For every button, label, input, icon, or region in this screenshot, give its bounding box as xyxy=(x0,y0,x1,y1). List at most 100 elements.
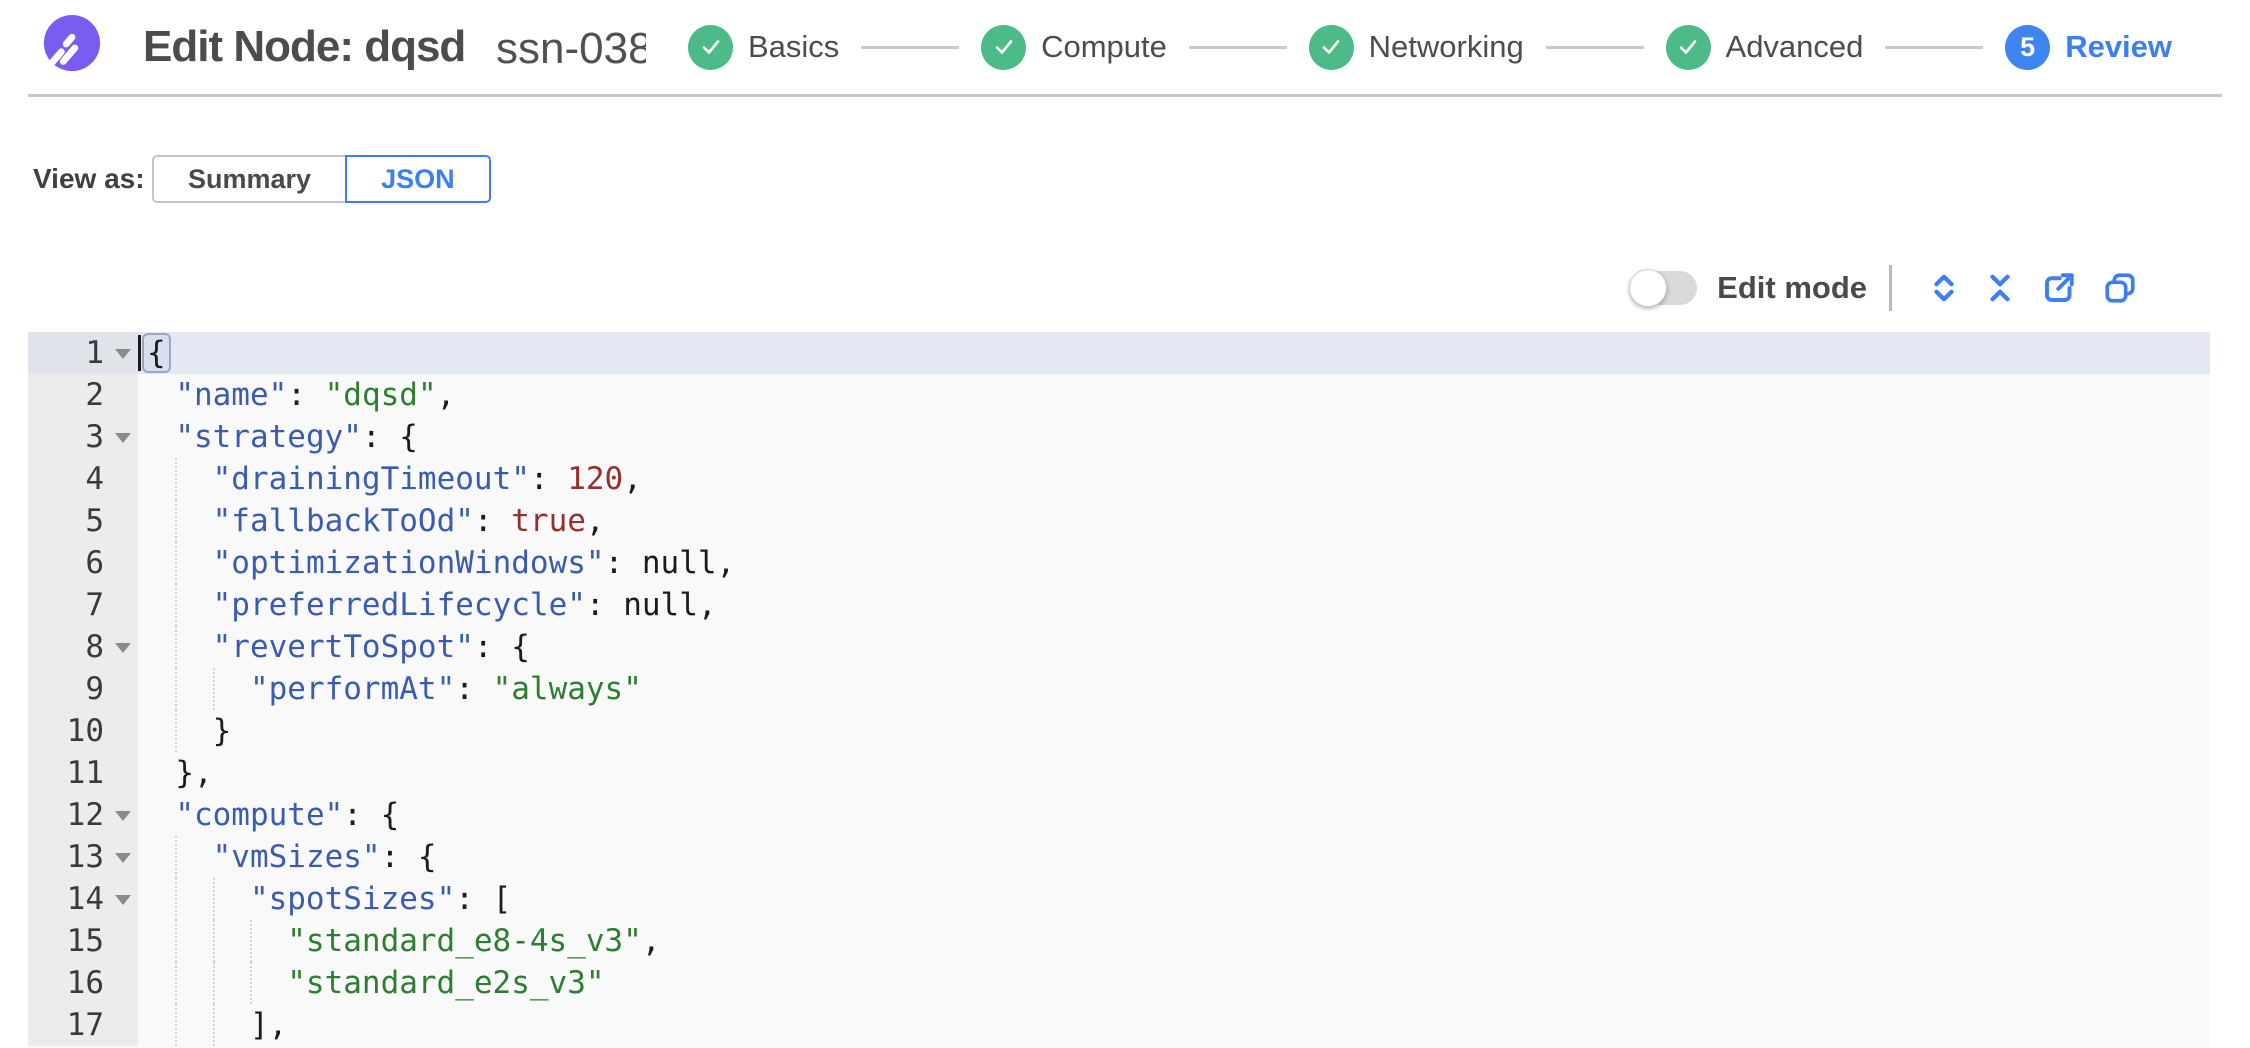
step-label: Basics xyxy=(748,29,840,64)
code-line[interactable]: 9"performAt": "always" xyxy=(28,668,2210,710)
code-content: "optimizationWindows": null, xyxy=(138,542,2210,584)
collapse-all-button[interactable] xyxy=(1985,271,2015,305)
step-label: Networking xyxy=(1368,29,1524,64)
gutter-line-number: 14 xyxy=(28,878,138,920)
indent-space xyxy=(138,962,175,1004)
code-line[interactable]: 1{ xyxy=(28,332,2210,374)
gutter-line-number: 17 xyxy=(28,1004,138,1046)
spot-logo-icon xyxy=(43,14,101,72)
check-icon xyxy=(702,40,719,54)
code-content: "spotSizes": [ xyxy=(138,878,2210,920)
export-button[interactable] xyxy=(2041,270,2077,306)
indent-guide xyxy=(175,1004,212,1046)
check-icon xyxy=(1679,40,1697,54)
code-token: "strategy" xyxy=(175,419,362,455)
code-content: } xyxy=(138,710,2210,752)
indent-guide xyxy=(175,878,212,920)
node-id-subtitle: ssn-038 xyxy=(496,24,646,73)
code-line[interactable]: 13"vmSizes": { xyxy=(28,836,2210,878)
code-token: : xyxy=(473,503,512,539)
indent-guide xyxy=(175,542,212,584)
indent-space xyxy=(138,794,175,836)
copy-button[interactable] xyxy=(2103,271,2137,305)
fold-arrow-icon[interactable] xyxy=(115,349,131,359)
indent-guide xyxy=(175,962,212,1004)
step-item-networking[interactable]: Networking xyxy=(1308,24,1524,70)
code-token: : xyxy=(455,671,493,707)
code-token: : xyxy=(529,461,568,497)
step-circle xyxy=(1665,24,1711,70)
gutter-line-number: 6 xyxy=(28,542,138,584)
code-content: ], xyxy=(138,1004,2210,1046)
code-token: "name" xyxy=(175,377,288,413)
code-line[interactable]: 15"standard_e8-4s_v3", xyxy=(28,920,2210,962)
code-line[interactable]: 3"strategy": { xyxy=(28,416,2210,458)
check-icon xyxy=(1322,40,1340,54)
code-token: : null, xyxy=(604,545,736,581)
code-line[interactable]: 11}, xyxy=(28,752,2210,794)
fold-arrow-icon[interactable] xyxy=(115,811,131,821)
indent-space xyxy=(138,920,175,962)
fold-arrow-icon[interactable] xyxy=(115,433,131,443)
step-item-basics[interactable]: Basics xyxy=(688,24,840,70)
code-line[interactable]: 16"standard_e2s_v3" xyxy=(28,962,2210,1004)
code-token: , xyxy=(623,461,642,497)
gutter-line-number: 10 xyxy=(28,710,138,752)
gutter-line-number: 1 xyxy=(28,332,138,374)
indent-space xyxy=(138,500,175,542)
expand-all-button[interactable] xyxy=(1929,271,1959,305)
indent-guide xyxy=(212,878,250,920)
indent-guide xyxy=(175,626,212,668)
code-content: "performAt": "always" xyxy=(138,668,2210,710)
indent-space xyxy=(138,710,175,752)
view-as-option-summary[interactable]: Summary xyxy=(152,155,348,203)
fold-arrow-icon[interactable] xyxy=(115,643,131,653)
gutter-line-number: 4 xyxy=(28,458,138,500)
step-connector xyxy=(1545,45,1644,49)
indent-guide xyxy=(212,920,250,962)
step-label: Compute xyxy=(1041,29,1167,64)
code-line[interactable]: 17], xyxy=(28,1004,2210,1046)
json-editor[interactable]: 1{2"name": "dqsd",3"strategy": {4"draini… xyxy=(28,332,2210,1048)
code-line[interactable]: 7"preferredLifecycle": null, xyxy=(28,584,2210,626)
code-token: "spotSizes" xyxy=(249,881,456,917)
indent-space xyxy=(138,626,175,668)
gutter-line-number: 5 xyxy=(28,500,138,542)
code-token: : { xyxy=(380,839,437,875)
code-token: }, xyxy=(175,755,213,791)
view-as-option-json[interactable]: JSON xyxy=(345,155,491,203)
code-content: { xyxy=(138,332,2210,374)
code-line[interactable]: 10} xyxy=(28,710,2210,752)
code-line[interactable]: 14"spotSizes": [ xyxy=(28,878,2210,920)
indent-guide xyxy=(175,458,212,500)
code-content: "name": "dqsd", xyxy=(138,374,2210,416)
code-token: "standard_e2s_v3" xyxy=(287,965,605,1001)
code-line[interactable]: 12"compute": { xyxy=(28,794,2210,836)
code-line[interactable]: 8"revertToSpot": { xyxy=(28,626,2210,668)
code-content: "vmSizes": { xyxy=(138,836,2210,878)
code-line[interactable]: 6"optimizationWindows": null, xyxy=(28,542,2210,584)
code-token: true xyxy=(511,503,586,539)
fold-arrow-icon[interactable] xyxy=(115,853,131,863)
gutter-line-number: 9 xyxy=(28,668,138,710)
edit-mode-toggle[interactable] xyxy=(1629,269,1698,307)
editor-toolbar: Edit mode xyxy=(1629,258,2150,318)
code-token: , xyxy=(436,377,456,413)
step-item-compute[interactable]: Compute xyxy=(981,24,1167,70)
fold-arrow-icon[interactable] xyxy=(115,895,131,905)
code-content: "preferredLifecycle": null, xyxy=(138,584,2210,626)
code-token: "revertToSpot" xyxy=(212,629,474,665)
expand-icon xyxy=(1934,274,1954,302)
gutter-line-number: 2 xyxy=(28,374,138,416)
code-line[interactable]: 4"drainingTimeout": 120, xyxy=(28,458,2210,500)
step-item-advanced[interactable]: Advanced xyxy=(1665,24,1863,70)
indent-space xyxy=(138,878,175,920)
code-line[interactable]: 2"name": "dqsd", xyxy=(28,374,2210,416)
code-content: "fallbackToOd": true, xyxy=(138,500,2210,542)
code-line[interactable]: 5"fallbackToOd": true, xyxy=(28,500,2210,542)
code-token: : { xyxy=(361,419,418,455)
indent-guide xyxy=(249,920,287,962)
